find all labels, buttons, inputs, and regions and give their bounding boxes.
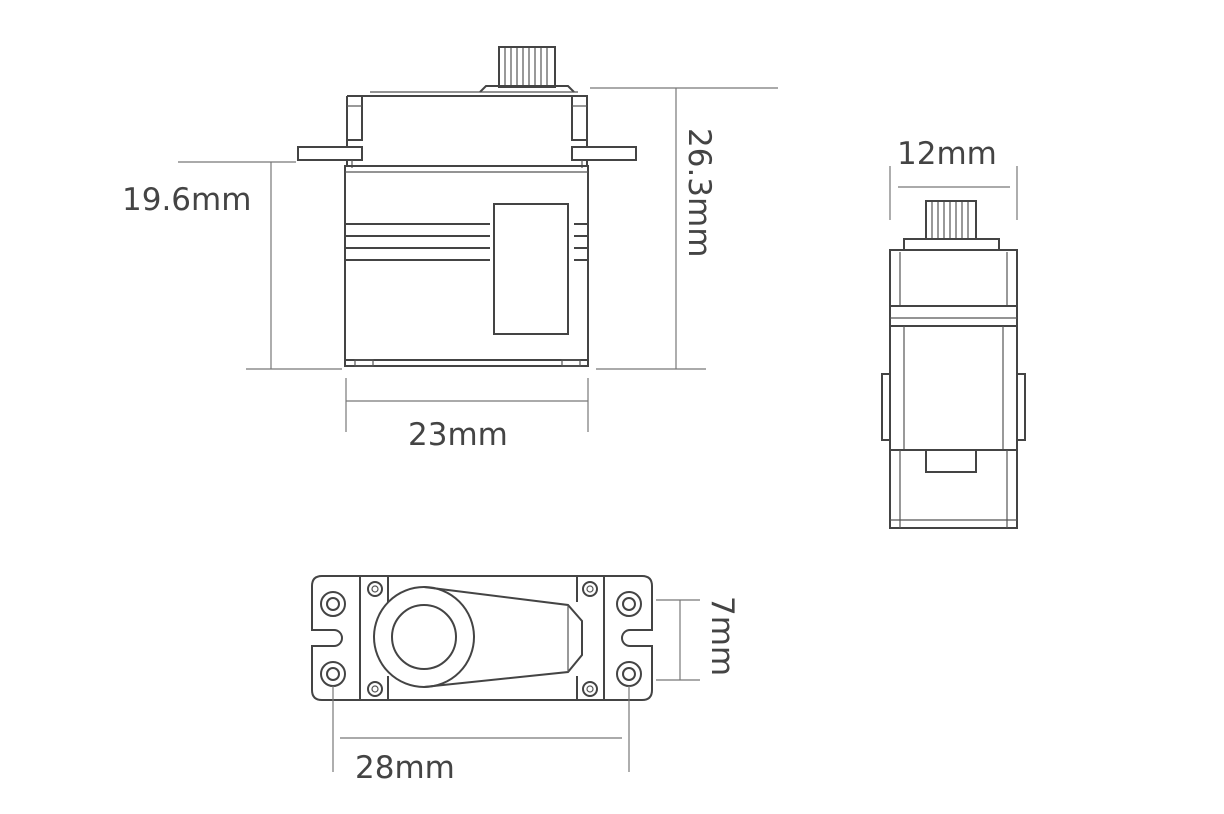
bottom-view bbox=[311, 575, 653, 701]
bottom-dimension-lines bbox=[332, 599, 700, 772]
label-length-mount: 28mm bbox=[355, 750, 455, 786]
side-left-tab bbox=[881, 373, 891, 441]
label-height-total: 26.3mm bbox=[681, 128, 717, 257]
front-label-window bbox=[493, 203, 569, 335]
front-mount-flanges bbox=[297, 146, 637, 168]
bottom-mount-flange bbox=[311, 575, 653, 701]
label-width-body: 23mm bbox=[408, 417, 508, 453]
label-height-body: 19.6mm bbox=[122, 182, 251, 218]
front-view bbox=[297, 46, 637, 367]
side-dimension-lines bbox=[889, 166, 1018, 220]
label-width-side: 12mm bbox=[897, 136, 997, 172]
side-view bbox=[881, 200, 1026, 529]
bottom-case-screws bbox=[367, 581, 598, 697]
bottom-servo-horn bbox=[373, 586, 583, 688]
side-right-tab bbox=[1016, 373, 1026, 441]
label-depth-horn: 7mm bbox=[704, 596, 740, 676]
front-dimension-lines bbox=[178, 87, 778, 432]
side-spline-gear bbox=[903, 200, 1000, 251]
front-spline-gear bbox=[479, 46, 575, 93]
bottom-mount-holes bbox=[320, 591, 642, 687]
front-body-grooves bbox=[345, 223, 588, 261]
